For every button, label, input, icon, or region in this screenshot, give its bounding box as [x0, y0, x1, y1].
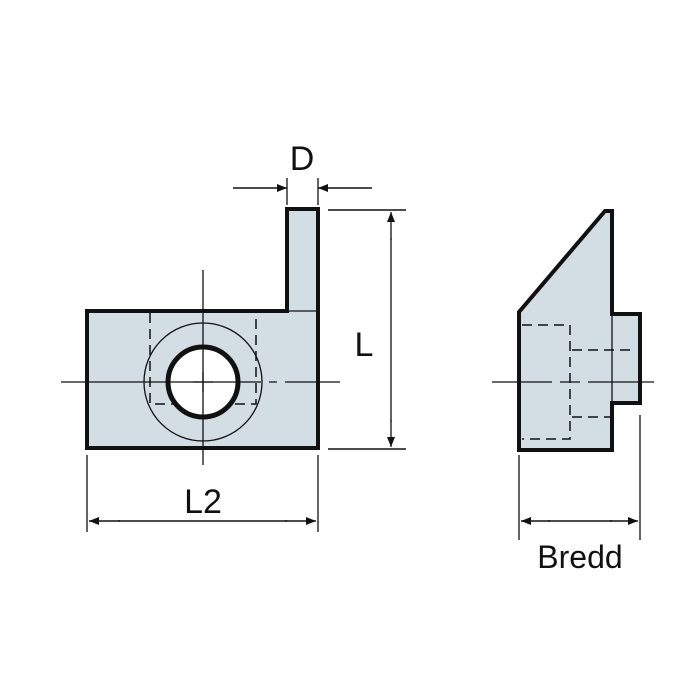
label-d: D	[290, 140, 315, 178]
label-l2: L2	[184, 483, 222, 521]
side-view	[492, 209, 654, 452]
side-body-outline	[517, 209, 642, 452]
dimension-l: L	[328, 209, 406, 450]
dimension-l2: L2	[86, 455, 319, 532]
front-view	[61, 207, 340, 465]
dimension-d: D	[233, 140, 372, 205]
label-l: L	[355, 326, 374, 364]
label-bredd: Bredd	[537, 539, 622, 575]
dimension-bredd: Bredd	[518, 415, 641, 575]
